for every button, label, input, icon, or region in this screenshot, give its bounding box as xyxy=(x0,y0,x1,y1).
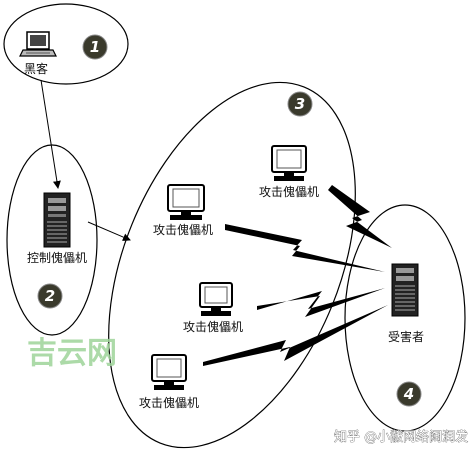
server-tower-icon xyxy=(391,263,419,317)
attack-bolt-1 xyxy=(328,185,392,248)
control-zombie-label: 控制傀儡机 xyxy=(27,250,87,265)
attack-zombie-2-label: 攻击傀儡机 xyxy=(153,222,213,237)
group-badge-1: 1 xyxy=(82,34,108,60)
arrow-control-to-attackers xyxy=(87,221,131,241)
hacker-label: 黑客 xyxy=(24,61,48,76)
group-1-ellipse xyxy=(3,3,129,85)
attack-zombie-4-label: 攻击傀儡机 xyxy=(139,395,199,410)
attack-bolt-4 xyxy=(203,305,388,366)
svg-text:4: 4 xyxy=(403,385,414,403)
group-4-ellipse xyxy=(344,204,466,432)
credit-watermark: 知乎 @小黻网络阔润发 xyxy=(334,429,468,445)
server-tower-icon xyxy=(43,192,71,248)
laptop-icon xyxy=(19,31,57,57)
group-2-ellipse xyxy=(6,144,98,336)
site-watermark: 吉云网 xyxy=(27,336,117,371)
group-badge-2: 2 xyxy=(37,283,63,309)
monitor-icon xyxy=(167,184,205,220)
attack-bolt-3 xyxy=(257,288,385,317)
group-3-ellipse xyxy=(108,81,356,449)
monitor-icon xyxy=(199,282,233,316)
group-badge-4: 4 xyxy=(396,381,422,407)
monitor-icon xyxy=(151,354,187,390)
attack-zombie-1-label: 攻击傀儡机 xyxy=(259,184,319,199)
attack-bolt-2 xyxy=(225,224,385,272)
victim-label: 受害者 xyxy=(388,329,424,344)
svg-text:2: 2 xyxy=(45,287,55,305)
svg-text:3: 3 xyxy=(295,95,305,113)
monitor-icon xyxy=(271,145,307,181)
svg-text:1: 1 xyxy=(90,38,100,56)
group-badge-3: 3 xyxy=(287,91,313,117)
arrow-hacker-to-control xyxy=(40,79,61,189)
attack-zombie-3-label: 攻击傀儡机 xyxy=(183,319,243,334)
